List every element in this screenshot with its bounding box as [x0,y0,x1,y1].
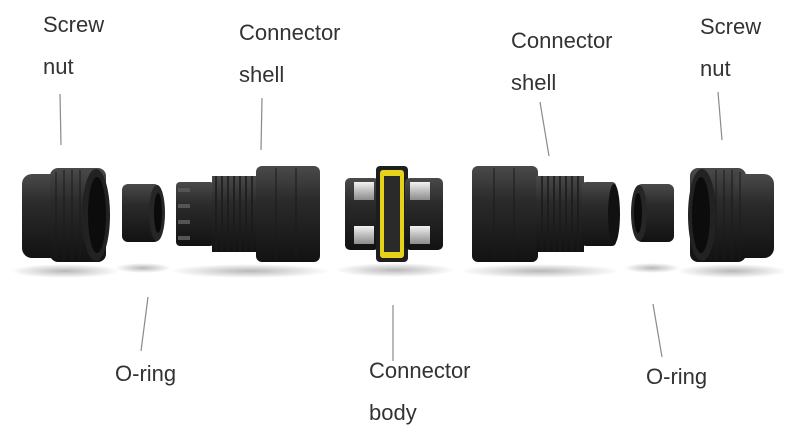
connector-shell-right-part [472,166,620,262]
label-shell-right: Connector shell [511,20,613,104]
connector-body-part [345,166,443,262]
leader-oring-left [140,296,149,352]
label-line: shell [239,62,285,87]
leader-shell-left [260,97,263,151]
label-line: O-ring [115,361,177,386]
label-line: body [369,400,417,425]
leader-screw-nut-left [59,93,62,146]
label-body: Connector body [369,350,471,434]
leader-oring-right [652,303,663,358]
screw-nut-right-part [688,168,774,262]
connector-shell-left-part [176,166,320,262]
label-line: Connector [239,20,341,45]
label-line: nut [43,54,74,79]
label-line: Screw [43,12,105,37]
label-screw-nut-left: Screw nut [43,4,104,88]
label-oring-right: O-ring [646,356,707,398]
oring-left-part [122,184,165,242]
label-line: shell [511,70,557,95]
label-line: Screw [700,14,762,39]
oring-right-part [631,184,674,242]
label-line: Connector [369,358,471,383]
label-line: Connector [511,28,613,53]
label-line: nut [700,56,731,81]
screw-nut-left-part [22,168,110,262]
label-line: O-ring [646,364,708,389]
label-screw-nut-right: Screw nut [700,6,761,90]
leader-screw-nut-right [717,91,723,141]
floor-shadows [10,263,787,278]
label-shell-left: Connector shell [239,12,341,96]
leader-lines [59,91,723,361]
leader-shell-right [539,101,550,157]
label-oring-left: O-ring [115,353,176,395]
